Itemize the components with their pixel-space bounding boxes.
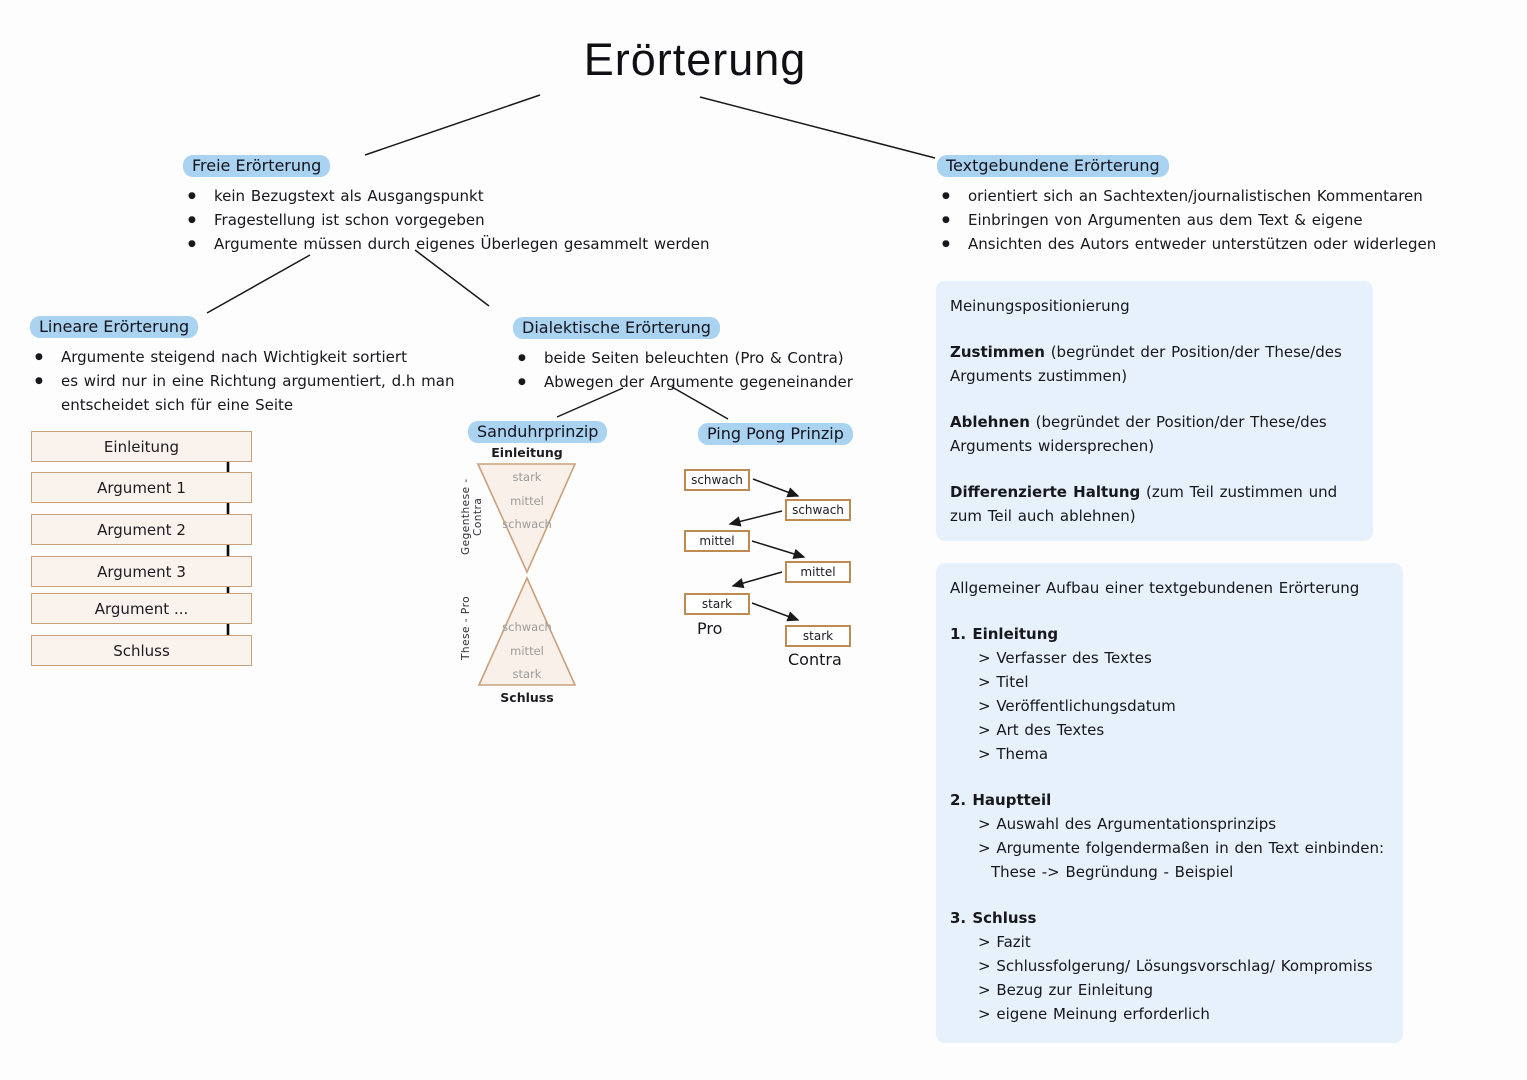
flow-box-schluss: Schluss <box>31 635 252 666</box>
pingpong-box-contra-stark: stark <box>785 625 851 647</box>
bullet-item: Einbringen von Argumenten aus dem Text &… <box>937 208 1457 232</box>
opinion-box-title: Meinungspositionierung <box>950 297 1130 315</box>
hourglass-principle-label-wrap: Sanduhrprinzip <box>468 421 608 443</box>
structure-section-hauptteil: 2. Hauptteil > Auswahl des Argumentation… <box>950 788 1389 884</box>
structure-item: > Titel <box>978 673 1029 691</box>
pingpong-arrow-1 <box>752 478 800 498</box>
pingpong-arrow-5 <box>751 602 800 622</box>
structure-heading: 3. Schluss <box>950 909 1037 927</box>
branch-title-to-free <box>364 94 541 156</box>
hourglass-top-label: Einleitung <box>491 445 563 460</box>
section-lineare-eroerterung: Lineare Erörterung Argumente steigend na… <box>30 316 475 417</box>
pingpong-contra-label: Contra <box>788 650 842 669</box>
linear-flow-chart: Einleitung Argument 1 Argument 2 Argumen… <box>31 431 261 671</box>
hourglass-level: mittel <box>510 644 544 658</box>
bullet-item: Ansichten des Autors entweder unterstütz… <box>937 232 1457 256</box>
structure-item: > Fazit <box>978 933 1031 951</box>
bullet-item: Fragestellung ist schon vorgegeben <box>183 208 743 232</box>
pingpong-box-pro-stark: stark <box>684 593 750 615</box>
hourglass-level: schwach <box>502 517 552 531</box>
section-textgebundene-eroerterung: Textgebundene Erörterung orientiert sich… <box>937 155 1457 256</box>
opinion-item: Differenzierte Haltung (zum Teil zustimm… <box>950 480 1359 528</box>
pingpong-box-contra-mittel: mittel <box>785 561 851 583</box>
flow-box-argument-2: Argument 2 <box>31 514 252 545</box>
branch-title-to-textbound <box>699 96 936 159</box>
bullet-item: Argumente steigend nach Wichtigkeit sort… <box>30 345 475 369</box>
hourglass-bottom-label: Schluss <box>500 690 554 705</box>
pingpong-arrow-2 <box>728 510 783 527</box>
pingpong-box-contra-schwach: schwach <box>785 499 851 521</box>
opinion-desc: (zum Teil zustimmen und zum Teil auch ab… <box>950 483 1338 525</box>
structure-item: > Argumente folgendermaßen in den Text e… <box>978 839 1385 857</box>
dialektische-eroerterung-label: Dialektische Erörterung <box>513 317 720 339</box>
opinion-desc: (begründet der Position/der These/des Ar… <box>950 343 1342 385</box>
structure-item: > Schlussfolgerung/ Lösungsvorschlag/ Ko… <box>978 957 1373 975</box>
hourglass-contra-side-label: Gegenthese - Contra <box>460 478 484 556</box>
opinion-item: Zustimmen (begründet der Position/der Th… <box>950 340 1359 388</box>
branch-free-to-linear <box>206 254 311 314</box>
hourglass-level: stark <box>512 667 542 681</box>
bullet-item: kein Bezugstext als Ausgangspunkt <box>183 184 743 208</box>
lineare-eroerterung-bullets: Argumente steigend nach Wichtigkeit sort… <box>30 345 475 417</box>
structure-item: These -> Begründung - Beispiel <box>991 863 1234 881</box>
sanduhrprinzip-label: Sanduhrprinzip <box>468 421 608 443</box>
textgebundene-eroerterung-bullets: orientiert sich an Sachtexten/journalist… <box>937 184 1457 256</box>
opinion-item: Ablehnen (begründet der Position/der The… <box>950 410 1359 458</box>
structure-item: > Bezug zur Einleitung <box>978 981 1153 999</box>
hourglass-level: mittel <box>510 494 544 508</box>
structure-item: > Veröffentlichungsdatum <box>978 697 1176 715</box>
dialektische-eroerterung-bullets: beide Seiten beleuchten (Pro & Contra) A… <box>513 346 913 394</box>
structure-section-einleitung: 1. Einleitung > Verfasser des Textes > T… <box>950 622 1389 766</box>
section-freie-eroerterung: Freie Erörterung kein Bezugstext als Aus… <box>183 155 743 256</box>
freie-eroerterung-label: Freie Erörterung <box>183 155 331 177</box>
opinion-positioning-box: Meinungspositionierung Zustimmen (begrün… <box>936 281 1373 541</box>
structure-heading: 1. Einleitung <box>950 625 1059 643</box>
flow-box-einleitung: Einleitung <box>31 431 252 462</box>
bullet-item: Abwegen der Argumente gegeneinander <box>513 370 913 394</box>
structure-item: > Thema <box>978 745 1049 763</box>
structure-items: > Auswahl des Argumentationsprinzips > A… <box>950 812 1389 884</box>
pingpong-arrow-3 <box>751 540 806 559</box>
freie-eroerterung-bullets: kein Bezugstext als Ausgangspunkt Frages… <box>183 184 743 256</box>
structure-items: > Fazit > Schlussfolgerung/ Lösungsvorsc… <box>950 930 1389 1026</box>
structure-item: > Auswahl des Argumentationsprinzips <box>978 815 1277 833</box>
structure-item: > Verfasser des Textes <box>978 649 1152 667</box>
structure-box-title: Allgemeiner Aufbau einer textgebundenen … <box>950 579 1360 597</box>
lineare-eroerterung-label: Lineare Erörterung <box>30 316 199 338</box>
bullet-item: es wird nur in eine Richtung argumentier… <box>30 369 461 417</box>
textgebundene-eroerterung-label: Textgebundene Erörterung <box>937 155 1169 177</box>
general-structure-box: Allgemeiner Aufbau einer textgebundenen … <box>936 563 1403 1043</box>
page-title: Erörterung <box>583 34 807 85</box>
opinion-term: Differenzierte Haltung <box>950 483 1141 501</box>
structure-heading: 2. Hauptteil <box>950 791 1052 809</box>
bullet-item: Argumente müssen durch eigenes Überlegen… <box>183 232 743 256</box>
pingpong-principle-label-wrap: Ping Pong Prinzip <box>698 423 853 445</box>
pingpong-box-pro-schwach: schwach <box>684 469 750 491</box>
opinion-term: Ablehnen <box>950 413 1030 431</box>
bullet-item: orientiert sich an Sachtexten/journalist… <box>937 184 1457 208</box>
bullet-item: beide Seiten beleuchten (Pro & Contra) <box>513 346 913 370</box>
pingpong-box-pro-mittel: mittel <box>684 530 750 552</box>
flow-box-argument-1: Argument 1 <box>31 472 252 503</box>
opinion-desc: (begründet der Position/der These/des Ar… <box>950 413 1327 455</box>
hourglass-level: stark <box>512 470 542 484</box>
hourglass-level: schwach <box>502 620 552 634</box>
pingpong-pro-label: Pro <box>697 619 723 638</box>
pingpong-arrow-4 <box>731 571 783 589</box>
structure-section-schluss: 3. Schluss > Fazit > Schlussfolgerung/ L… <box>950 906 1389 1026</box>
flow-box-argument-3: Argument 3 <box>31 556 252 587</box>
structure-items: > Verfasser des Textes > Titel > Veröffe… <box>950 646 1389 766</box>
branch-free-to-dialectic <box>414 249 490 307</box>
section-dialektische-eroerterung: Dialektische Erörterung beide Seiten bel… <box>513 317 913 394</box>
structure-item: > Art des Textes <box>978 721 1105 739</box>
structure-item: > eigene Meinung erforderlich <box>978 1005 1210 1023</box>
opinion-term: Zustimmen <box>950 343 1045 361</box>
ping-pong-prinzip-label: Ping Pong Prinzip <box>698 423 853 445</box>
hourglass-pro-side-label: These - Pro <box>460 595 472 661</box>
flow-box-argument-etc: Argument ... <box>31 593 252 624</box>
